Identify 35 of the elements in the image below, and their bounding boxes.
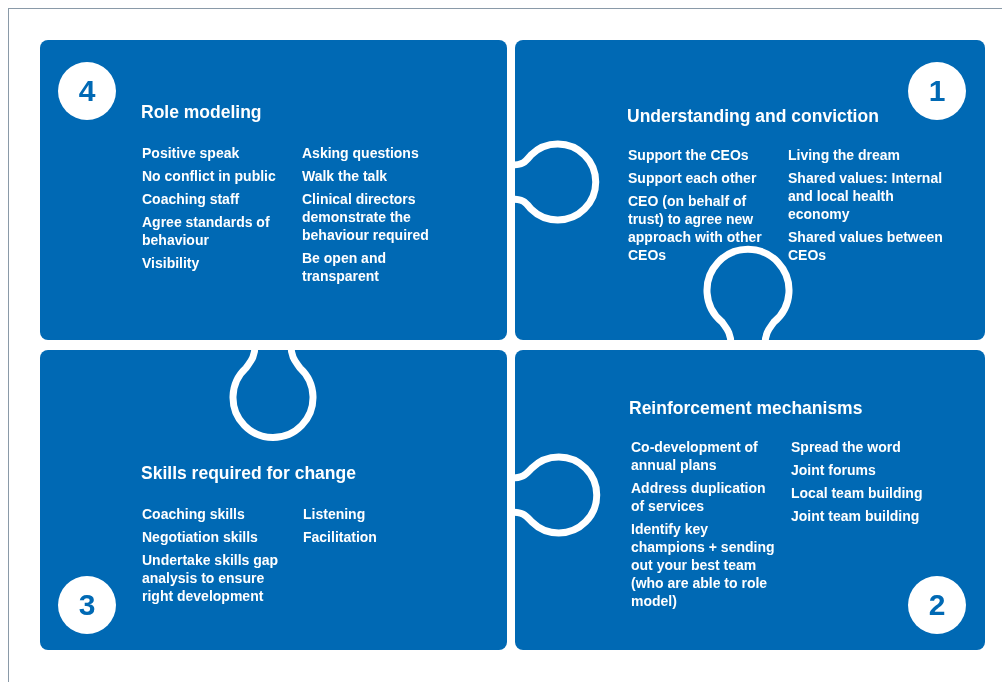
list-item: Negotiation skills (142, 528, 259, 546)
list-item: No conflict in public (142, 167, 277, 185)
list-item: CEO (on behalf of trust) to agree new approach with other CEOs (628, 192, 763, 264)
list-item: Walk the talk (302, 167, 389, 185)
puzzle-piece (515, 350, 985, 650)
piece-heading: Skills required for change (141, 463, 356, 484)
puzzle-piece (515, 40, 985, 340)
piece-heading: Reinforcement mechanisms (629, 398, 863, 419)
list-item: Joint team building (791, 507, 921, 525)
list-item: Support the CEOs (628, 146, 750, 164)
list-item: Agree standards of behaviour (142, 213, 271, 249)
list-item: Clinical directors demonstrate the behaviour required (302, 190, 430, 244)
piece-heading: Understanding and conviction (627, 106, 879, 127)
puzzle-piece (40, 40, 507, 340)
list-item: Shared values: Internal and local health economy (788, 169, 944, 223)
list-item: Asking questions (302, 144, 420, 162)
list-item: Be open and transparent (302, 249, 387, 285)
list-item: Facilitation (303, 528, 378, 546)
list-item: Joint forums (791, 461, 877, 479)
puzzle-piece (40, 350, 507, 650)
list-item: Local team building (791, 484, 924, 502)
list-item: Spread the word (791, 438, 902, 456)
piece-heading: Role modeling (141, 102, 262, 123)
list-item: Coaching staff (142, 190, 241, 208)
list-item: Co-development of annual plans (631, 438, 759, 474)
list-item: Positive speak (142, 144, 241, 162)
list-item: Address duplication of services (631, 479, 767, 515)
list-item: Support each other (628, 169, 758, 187)
list-item: Living the dream (788, 146, 902, 164)
list-item: Identify key champions + sending out your best team (who are able to role model) (631, 520, 776, 610)
list-item: Coaching skills (142, 505, 246, 523)
list-item: Listening (303, 505, 367, 523)
list-item: Undertake skills gap analysis to ensure right development (142, 551, 280, 605)
list-item: Visibility (142, 254, 201, 272)
list-item: Shared values between CEOs (788, 228, 944, 264)
